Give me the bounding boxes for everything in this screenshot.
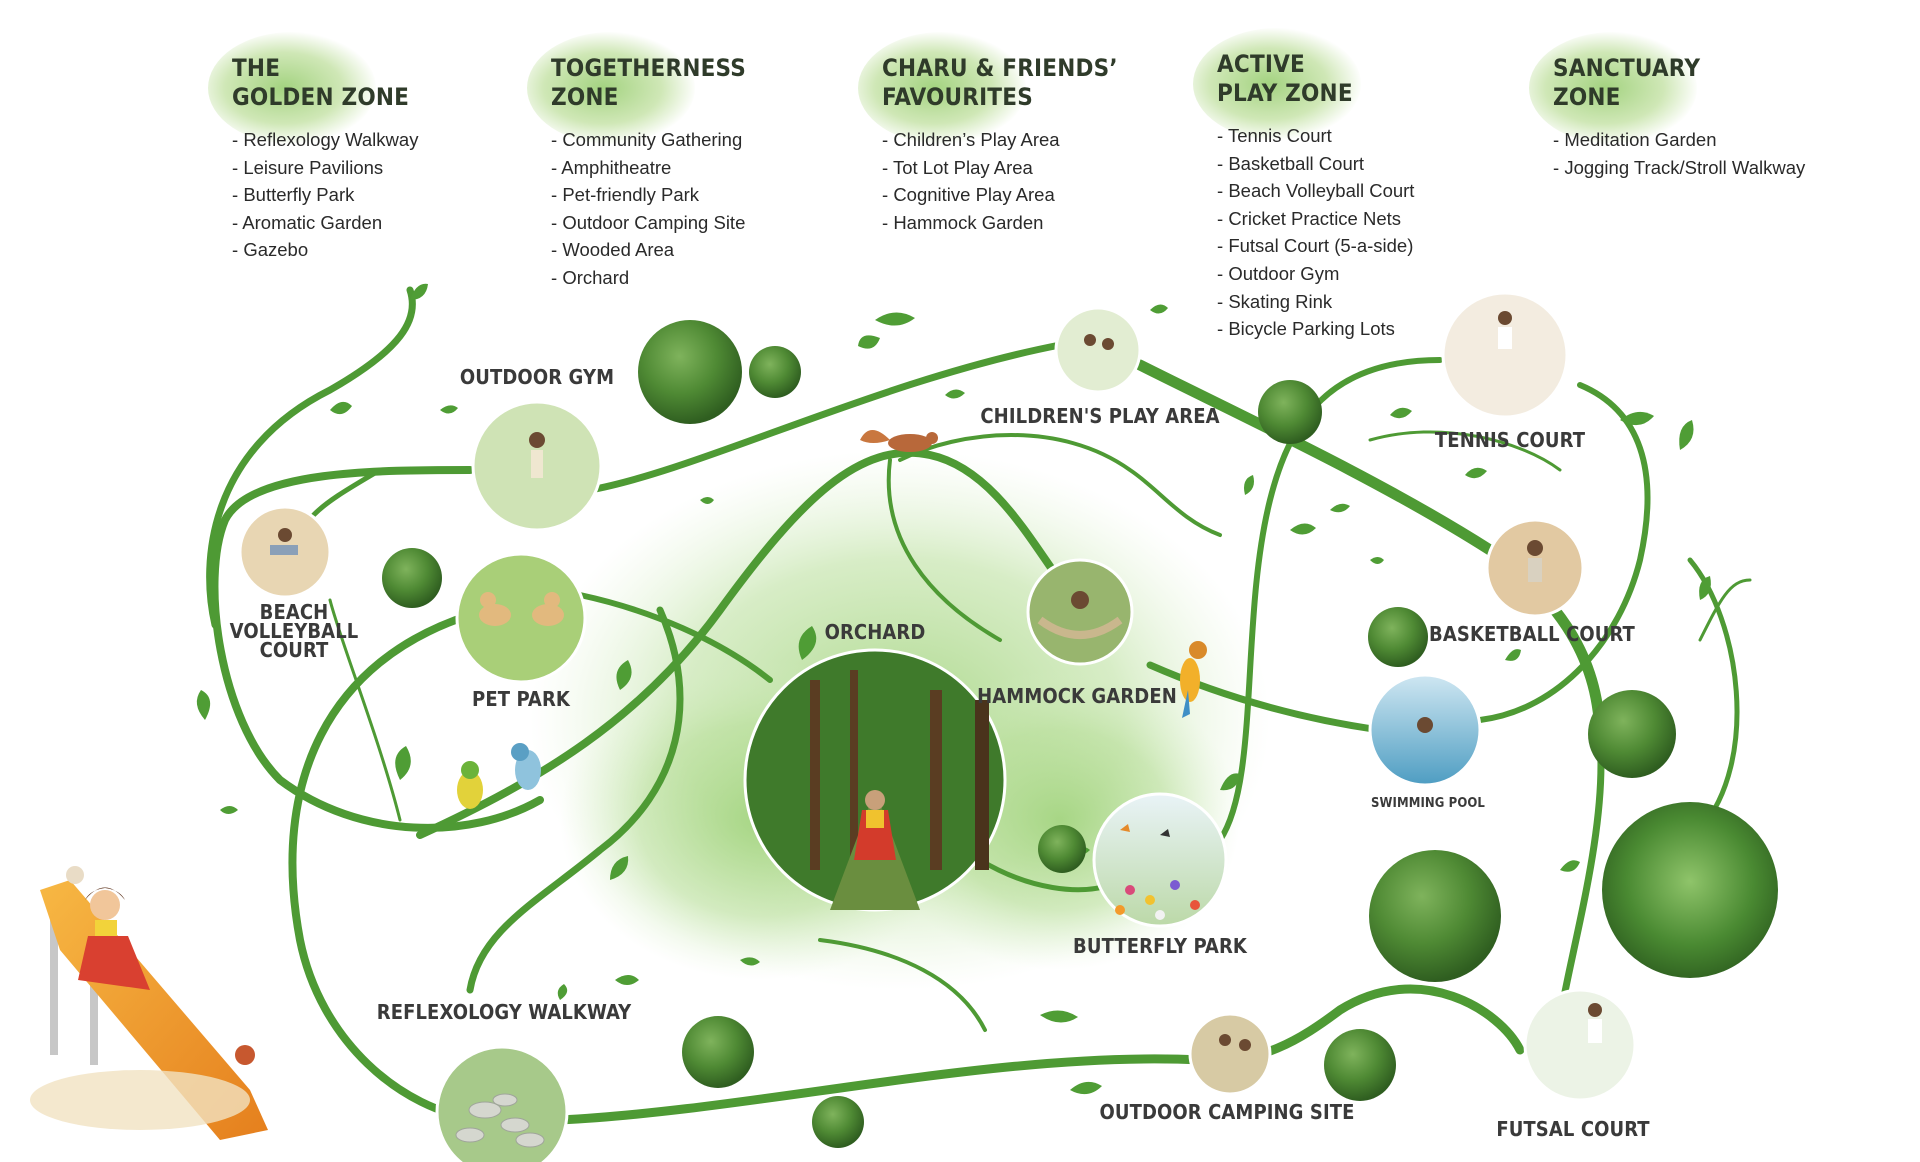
label-orchard: ORCHARD: [824, 620, 926, 644]
label-beach-volleyball-court: BEACH VOLLEYBALL COURT: [229, 600, 359, 662]
stepping-stones: [455, 1093, 545, 1148]
zone-item: Hammock Garden: [882, 209, 1118, 237]
zone-item: Meditation Garden: [1553, 126, 1805, 154]
zone-item: Gazebo: [232, 236, 418, 264]
zone-item: Wooded Area: [551, 236, 746, 264]
squirrel: [860, 430, 938, 452]
zone-title-line: ACTIVE: [1217, 50, 1305, 78]
zone-sanctuary: SANCTUARY ZONE Meditation Garden Jogging…: [1529, 32, 1805, 181]
zone-title-line: GOLDEN ZONE: [232, 83, 410, 111]
zone-golden: THE GOLDEN ZONE Reflexology Walkway Leis…: [208, 32, 418, 264]
label-swimming-pool: SWIMMING POOL: [1371, 796, 1485, 811]
zone-item: Skating Rink: [1217, 288, 1414, 316]
walkway-paths: [206, 286, 1752, 1125]
label-tennis-court: TENNIS COURT: [1434, 428, 1586, 452]
label-butterfly-park: BUTTERFLY PARK: [1073, 934, 1247, 958]
label-futsal-court: FUTSAL COURT: [1496, 1117, 1650, 1141]
zone-item: Aromatic Garden: [232, 209, 418, 237]
zone-list: Reflexology Walkway Leisure Pavilions Bu…: [232, 126, 418, 264]
zone-item: Pet-friendly Park: [551, 181, 746, 209]
zone-item: Reflexology Walkway: [232, 126, 418, 154]
zone-charu-friends: CHARU & FRIENDS’ FAVOURITES Children’s P…: [858, 32, 1118, 236]
zone-list: Children’s Play Area Tot Lot Play Area C…: [882, 126, 1118, 236]
zone-item: Outdoor Camping Site: [551, 209, 746, 237]
zone-title-line: FAVOURITES: [882, 83, 1033, 111]
zone-list: Meditation Garden Jogging Track/Stroll W…: [1553, 126, 1805, 181]
zone-title-line: SANCTUARY: [1553, 54, 1701, 82]
zone-list: Tennis Court Basketball Court Beach Voll…: [1217, 122, 1414, 343]
label-outdoor-camping-site: OUTDOOR CAMPING SITE: [1099, 1100, 1355, 1124]
dogs: [479, 592, 564, 626]
zone-item: Tot Lot Play Area: [882, 154, 1118, 182]
zone-item: Beach Volleyball Court: [1217, 177, 1414, 205]
label-line: VOLLEYBALL: [229, 619, 359, 643]
zone-item: Leisure Pavilions: [232, 154, 418, 182]
label-line: COURT: [259, 638, 329, 662]
zone-title: SANCTUARY ZONE: [1553, 54, 1805, 112]
label-hammock-garden: HAMMOCK GARDEN: [977, 684, 1177, 708]
zone-title: ACTIVE PLAY ZONE: [1217, 50, 1414, 108]
zone-title: THE GOLDEN ZONE: [232, 54, 418, 112]
zone-item: Basketball Court: [1217, 150, 1414, 178]
label-outdoor-gym: OUTDOOR GYM: [459, 365, 615, 389]
zone-title-line: ZONE: [1553, 83, 1621, 111]
label-reflexology-walkway: REFLEXOLOGY WALKWAY: [376, 1000, 632, 1024]
birds: [457, 641, 1207, 809]
zone-item: Tennis Court: [1217, 122, 1414, 150]
zone-title-line: ZONE: [551, 83, 619, 111]
figure-silhouettes: [270, 311, 1602, 1051]
label-pet-park: PET PARK: [472, 687, 570, 711]
zone-title-line: TOGETHERNESS: [551, 54, 746, 82]
zone-title-line: CHARU & FRIENDS’: [882, 54, 1118, 82]
zone-item: Orchard: [551, 264, 746, 292]
zone-active-play: ACTIVE PLAY ZONE Tennis Court Basketball…: [1193, 28, 1414, 343]
zone-item: Children’s Play Area: [882, 126, 1118, 154]
slide-illustration: [30, 866, 268, 1140]
label-basketball-court: BASKETBALL COURT: [1429, 622, 1635, 646]
trees: [382, 320, 1778, 1148]
zone-item: Outdoor Gym: [1217, 260, 1414, 288]
flowers: [1115, 824, 1200, 920]
zone-item: Bicycle Parking Lots: [1217, 315, 1414, 343]
zone-item: Amphitheatre: [551, 154, 746, 182]
zone-togetherness: TOGETHERNESS ZONE Community Gathering Am…: [527, 32, 746, 292]
zone-item: Butterfly Park: [232, 181, 418, 209]
zone-item: Community Gathering: [551, 126, 746, 154]
zone-item: Cognitive Play Area: [882, 181, 1118, 209]
zone-item: Futsal Court (5-a-side): [1217, 232, 1414, 260]
zone-item: Jogging Track/Stroll Walkway: [1553, 154, 1805, 182]
zone-title-line: PLAY ZONE: [1217, 79, 1353, 107]
zone-title: TOGETHERNESS ZONE: [551, 54, 746, 112]
label-childrens-play-area: CHILDREN'S PLAY AREA: [980, 404, 1220, 428]
zone-title-line: THE: [232, 54, 281, 82]
label-line: BEACH: [259, 600, 329, 624]
orchard-forest: [810, 670, 989, 910]
zone-item: Cricket Practice Nets: [1217, 205, 1414, 233]
zone-list: Community Gathering Amphitheatre Pet-fri…: [551, 126, 746, 292]
zone-title: CHARU & FRIENDS’ FAVOURITES: [882, 54, 1118, 112]
